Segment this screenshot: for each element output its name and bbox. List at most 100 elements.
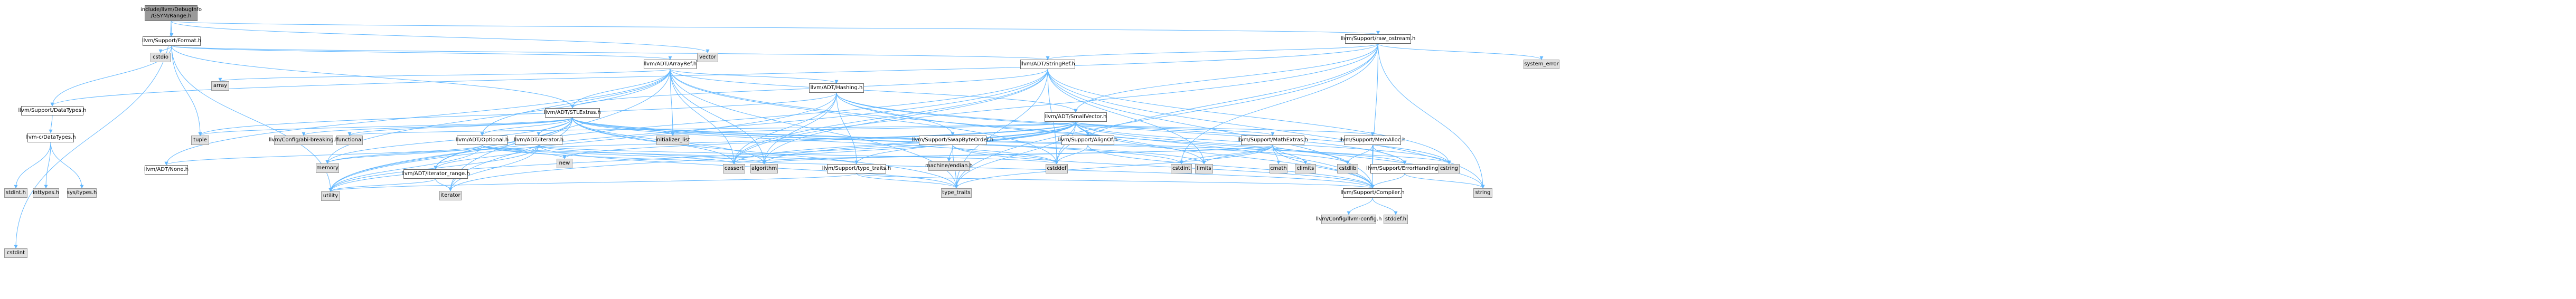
edge-format-to-cstdio [158, 45, 172, 53]
edge-iter_range-to-utility [328, 178, 436, 192]
node-llvm-adt-iterator-h[interactable]: llvm/ADT/iterator.h [514, 136, 563, 145]
edge-smallvector-to-type_traits [954, 121, 1076, 189]
node-cstdint-2: cstdint [1171, 164, 1192, 173]
node-llvm-support-datatypes-h[interactable]: llvm/Support/DataTypes.h [18, 106, 87, 115]
edge-optional-to-cassert [482, 144, 736, 165]
node-climits: climits [1295, 164, 1316, 173]
node-llvm-support-mathextras-h[interactable]: llvm/Support/MathExtras.h [1237, 136, 1308, 145]
edge-iterator_h-to-utility [328, 144, 539, 192]
edge-arrayref-to-cassert [670, 69, 736, 165]
node-cmath: cmath [1270, 164, 1287, 173]
edge-swapbyte-to-machine_endian [947, 144, 953, 162]
edge-optional-to-type_traits_h [482, 144, 859, 165]
edge-raw_ostream-to-cstdint_mid [1179, 43, 1378, 165]
node-llvm-adt-iterator-range-h[interactable]: llvm/ADT/iterator_range.h [401, 169, 470, 179]
edge-hashing-to-type_traits_h [836, 92, 859, 165]
edge-iterator_h-to-algorithm [538, 144, 766, 165]
edge-hashing-to-cassert [732, 92, 837, 165]
node-llvm-support-errorhandling-h[interactable]: llvm/Support/ErrorHandling.h [1366, 164, 1443, 173]
edge-format-to-arrayref [171, 45, 672, 60]
edge-iterator_h-to-iter_range [434, 144, 539, 170]
edge-stringref-to-cassert [732, 69, 1048, 165]
edge-smallvector-to-cassert [732, 121, 1076, 165]
edge-optional-to-none [164, 144, 483, 166]
edge-type_traits_h-to-utility [328, 173, 857, 192]
edge-stlextras-to-memory [325, 117, 573, 164]
node-cstddef: cstddef [1046, 164, 1068, 173]
edge-optional-to-compiler [482, 144, 1375, 189]
edge-iter_range-to-iterator [435, 178, 453, 191]
edge-stlextras-to-tuple [198, 117, 573, 136]
node-cstdio: cstdio [151, 53, 171, 62]
node-llvm-adt-hashing-h[interactable]: llvm/ADT/Hashing.h [809, 83, 864, 93]
node-algorithm: algorithm [750, 164, 778, 173]
edge-raw_ostream-to-stringref [1046, 43, 1378, 60]
edge-format-to-stlextras [171, 45, 575, 109]
edge-root-to-raw_ostream [171, 21, 1379, 35]
node-llvm-support-format-h[interactable]: llvm/Support/Format.h [142, 36, 201, 46]
edge-ctypes-to-stdint [14, 142, 51, 189]
node-llvm-support-type-traits-h[interactable]: llvm/Support/type_traits.h [822, 164, 891, 173]
edge-optional-to-memory [325, 144, 483, 164]
edge-stringref-to-cstring [1047, 69, 1451, 165]
node-functional: functional [336, 136, 363, 145]
node-type-traits: type_traits [941, 188, 972, 198]
edge-smallvector-to-memalloc [1075, 121, 1375, 136]
node-llvm-c-datatypes-h[interactable]: llvm-c/DataTypes.h [25, 133, 76, 142]
node-llvm-adt-stringref-h[interactable]: llvm/ADT/StringRef.h [1020, 60, 1075, 69]
edge-mathextras-to-cmath [1272, 144, 1281, 165]
node-initializer-list: initializer_list [655, 136, 690, 145]
edge-mathextras-to-algorithm [762, 144, 1273, 165]
node-llvm-support-alignof-h[interactable]: llvm/Support/AlignOf.h [1058, 136, 1117, 145]
node-llvm-adt-optional-h[interactable]: llvm/ADT/Optional.h [456, 136, 509, 145]
node-root-range-h[interactable]: include/llvm/DebugInfo /GSYM/Range.h [140, 5, 202, 21]
edge-mathextras-to-climits [1272, 144, 1308, 165]
node-llvm-support-compiler-h[interactable]: llvm/Support/Compiler.h [1340, 188, 1405, 198]
edge-hashing-to-cstring [836, 92, 1451, 165]
edge-raw_ostream-to-smallvector [1074, 43, 1378, 113]
node-limits: limits [1195, 164, 1213, 173]
node-llvm-adt-smallvector-h[interactable]: llvm/ADT/SmallVector.h [1045, 112, 1107, 122]
node-llvm-support-swapbyteorder-h[interactable]: llvm/Support/SwapByteOrder.h [912, 136, 993, 145]
edge-memalloc-to-cstdlib [1346, 144, 1373, 165]
edge-datatypes-to-ctypes [49, 115, 53, 133]
node-llvm-support-memalloc-h[interactable]: llvm/Support/MemAlloc.h [1339, 136, 1406, 145]
node-llvm-adt-none-h[interactable]: llvm/ADT/None.h [144, 165, 189, 175]
node-stddef-h: stddef.h [1384, 215, 1408, 224]
edge-arrayref-to-stlextras [570, 69, 671, 109]
edge-arrayref-to-smallvector [670, 69, 1078, 113]
node-iterator: iterator [439, 191, 462, 200]
edge-smallvector-to-functional [348, 121, 1076, 136]
node-vector: vector [697, 53, 718, 62]
edge-ctypes-to-systypes [50, 142, 84, 189]
edge-ctypes-to-inttypes [44, 142, 51, 189]
edge-arrayref-to-compiler [670, 69, 1375, 189]
node-llvm-adt-arrayref-h[interactable]: llvm/ADT/ArrayRef.h [644, 60, 697, 69]
node-sys-types-h: sys/types.h [67, 188, 97, 198]
node-llvm-support-raw-ostream-h[interactable]: llvm/Support/raw_ostream.h [1341, 34, 1415, 44]
edge-smallvector-to-iterator [448, 121, 1076, 191]
node-system-error: system_error [1524, 60, 1559, 69]
edge-root-to-cstdint_top [14, 21, 172, 249]
node-array: array [211, 81, 229, 91]
node-llvm-adt-stlextras-h[interactable]: llvm/ADT/STLExtras.h [544, 108, 601, 118]
node-llvm-config-llvm-config-h: llvm/Config/llvm-config.h [1316, 215, 1382, 224]
edge-stlextras-to-type_traits [572, 117, 958, 189]
node-utility: utility [321, 191, 340, 201]
edge-stlextras-to-functional [347, 117, 573, 136]
edge-smallvector-to-cstdlib [1075, 121, 1350, 165]
edge-format-to-stringref [171, 45, 1049, 60]
edge-error_handling-to-string [1404, 173, 1485, 189]
edge-stlextras-to-config_abi [302, 117, 573, 136]
edge-alignof-to-compiler [1087, 144, 1375, 189]
edge-mathextras-to-cstring [1272, 144, 1451, 165]
node-new: new [557, 159, 572, 168]
edge-stringref-to-utility [328, 69, 1048, 192]
edge-type_traits_h-to-type_traits [856, 173, 958, 189]
edge-mathextras-to-type_traits [954, 144, 1273, 189]
edge-iterator_h-to-cstddef [538, 144, 1059, 165]
edge-stlextras-to-optional [480, 117, 573, 136]
edge-root-to-format [170, 21, 174, 37]
edge-raw_ostream-to-string [1378, 43, 1485, 189]
